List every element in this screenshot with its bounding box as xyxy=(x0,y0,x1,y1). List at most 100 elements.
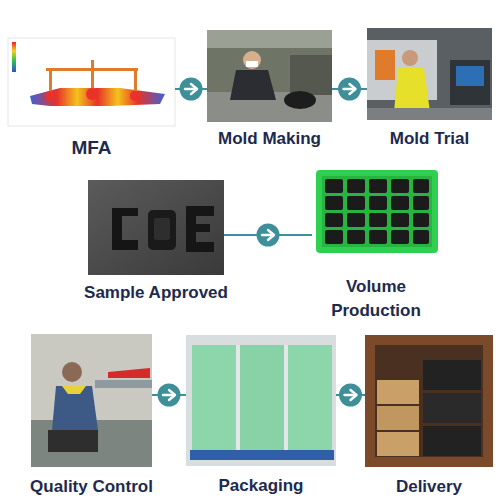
mask xyxy=(246,61,258,67)
workshop-wall xyxy=(207,30,332,48)
black-crate xyxy=(423,393,481,423)
part xyxy=(347,213,365,227)
safety-vest xyxy=(394,68,430,112)
black-crate xyxy=(423,360,481,390)
part xyxy=(413,213,429,227)
gate xyxy=(86,88,98,100)
step-label-group: Volume Production xyxy=(312,275,440,323)
qc-photo xyxy=(31,334,152,467)
part xyxy=(347,196,365,210)
step-photo-box: Sample Approved xyxy=(88,180,224,275)
step-label-group: Sample Approved xyxy=(66,281,246,305)
flow-arrow xyxy=(224,224,312,247)
connector-line xyxy=(336,394,365,396)
part xyxy=(347,230,365,244)
part xyxy=(325,179,343,193)
arrow-shaft xyxy=(345,394,356,396)
photo-frame xyxy=(367,28,492,120)
part xyxy=(391,230,409,244)
flow-arrow xyxy=(152,384,186,407)
step-label-group: Mold Making xyxy=(190,127,350,151)
part xyxy=(413,179,429,193)
photo-frame xyxy=(31,334,152,467)
connector-line xyxy=(175,88,207,90)
runner xyxy=(91,60,94,92)
sample-part xyxy=(112,208,138,250)
mold-part xyxy=(284,91,316,109)
step-label: Quality Control xyxy=(7,475,177,499)
worker-head xyxy=(243,51,261,69)
arrow-circle xyxy=(180,78,203,101)
part xyxy=(369,230,387,244)
photo-frame xyxy=(312,168,440,255)
carton xyxy=(377,432,419,456)
black-crate xyxy=(423,426,481,456)
step-label-group: Mold Trial xyxy=(363,127,496,151)
sample-part xyxy=(148,210,176,250)
volume-photo xyxy=(312,168,440,255)
step-label: Delivery xyxy=(365,475,493,499)
photo-frame xyxy=(207,30,332,122)
step-photo-box: MFA xyxy=(8,38,175,126)
arrow-shaft xyxy=(262,234,273,236)
part xyxy=(413,196,429,210)
part xyxy=(325,230,343,244)
part xyxy=(347,179,365,193)
inspector-body xyxy=(52,386,98,430)
photo-frame xyxy=(365,335,493,467)
step-label: Sample Approved xyxy=(66,281,246,305)
machine-part xyxy=(375,50,395,80)
mold-trial-photo xyxy=(367,28,492,120)
sample-photo xyxy=(88,180,224,275)
pallet xyxy=(190,450,334,460)
part xyxy=(391,196,409,210)
green-crate xyxy=(316,170,438,253)
part xyxy=(413,230,429,244)
color-scale xyxy=(12,42,16,72)
sample-part-detail xyxy=(154,218,170,240)
arrow-shaft xyxy=(344,88,355,90)
arrow-shaft xyxy=(185,88,196,90)
delivery-photo xyxy=(365,335,493,467)
arrow-circle xyxy=(257,224,280,247)
collar xyxy=(62,386,86,394)
connector-line xyxy=(332,88,367,90)
part xyxy=(325,213,343,227)
step-photo-box: Mold Trial xyxy=(367,28,492,120)
carton xyxy=(377,406,419,430)
mfa-photo xyxy=(8,38,175,126)
step-label: Packaging xyxy=(186,474,336,498)
gate xyxy=(130,91,140,101)
part xyxy=(369,179,387,193)
connector-line xyxy=(224,234,312,236)
photo-frame xyxy=(8,38,175,126)
step-label-group: Delivery xyxy=(365,475,493,499)
photo-frame xyxy=(88,180,224,275)
arrow-circle xyxy=(158,384,181,407)
floor xyxy=(367,108,492,120)
arrow-head xyxy=(351,390,357,400)
step-label: Mold Making xyxy=(190,127,350,151)
crate-inner xyxy=(322,176,432,247)
worker-head xyxy=(402,50,418,66)
chair xyxy=(48,430,98,452)
gate xyxy=(45,91,55,101)
step-label: Volume Production xyxy=(312,275,440,323)
inspection-table xyxy=(95,380,152,388)
control-panel xyxy=(450,60,490,105)
arrow-circle xyxy=(338,78,361,101)
sample-part xyxy=(186,206,214,252)
parts-grid xyxy=(325,179,429,244)
red-part xyxy=(108,368,150,378)
step-label: Mold Trial xyxy=(363,127,496,151)
carton xyxy=(377,380,419,404)
arrow-head xyxy=(191,84,197,94)
inspector-head xyxy=(62,362,82,382)
machine xyxy=(290,55,332,95)
arrow-head xyxy=(169,390,175,400)
step-label-group: Quality Control xyxy=(7,475,177,499)
